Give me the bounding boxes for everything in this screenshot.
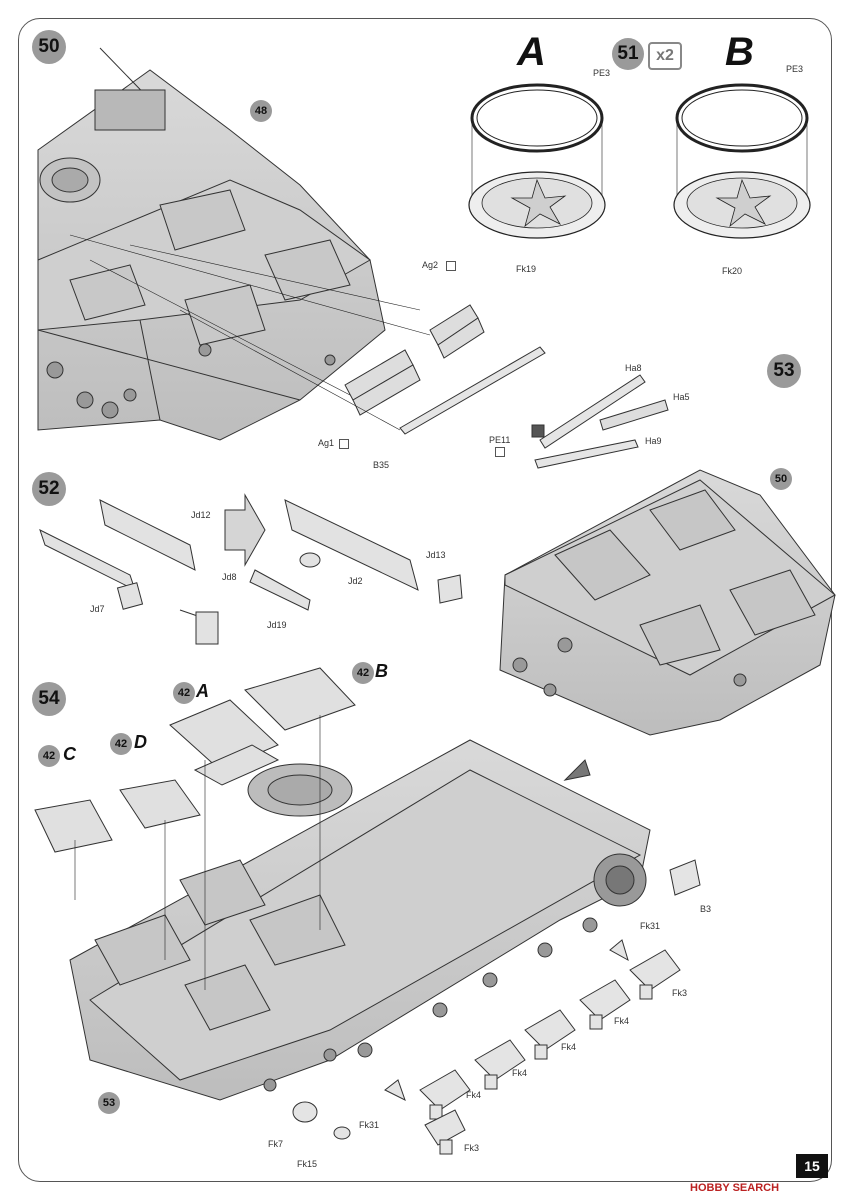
- part-label-b35: B35: [373, 460, 390, 470]
- variant-b-tag: B: [375, 661, 388, 681]
- part-label-ag2: Ag2: [422, 260, 439, 270]
- part-label-fk3-b: Fk3: [464, 1143, 480, 1153]
- part-label-jd8: Jd8: [222, 572, 237, 582]
- part-label-ha5: Ha5: [673, 392, 690, 402]
- step-53-badge: 53: [767, 354, 801, 388]
- hatch-panels: [34, 667, 356, 853]
- variant-b-label: B: [725, 30, 754, 74]
- ref-42-d: 42: [110, 733, 132, 755]
- step54-hull-drawing: [69, 739, 651, 1101]
- photo-etch-icon: [446, 261, 456, 271]
- part-label-fk3-a: Fk3: [672, 988, 688, 998]
- part-label-fk31-a: Fk31: [640, 921, 661, 931]
- part-label-fk19: Fk19: [516, 264, 537, 274]
- part-label-ag1: Ag1: [318, 438, 335, 448]
- suspension-arms: [292, 859, 701, 1155]
- step50-hull-drawing: [37, 47, 386, 441]
- part-label-jd13: Jd13: [426, 550, 446, 560]
- part-label-pe3-a: PE3: [593, 68, 611, 78]
- variant-c-tag: C: [63, 744, 76, 764]
- ref-50: 50: [770, 468, 792, 490]
- part-label-ha8: Ha8: [625, 363, 642, 373]
- part-label-fk15: Fk15: [297, 1159, 318, 1169]
- step-51-badge: 51: [612, 38, 644, 70]
- multiplier-badge: x2: [648, 42, 682, 70]
- part-label-fk4-a: Fk4: [614, 1016, 630, 1026]
- part-label-fk20: Fk20: [722, 266, 743, 276]
- part-label-jd7: Jd7: [90, 604, 105, 614]
- part-label-pe3-b: PE3: [786, 64, 804, 74]
- photo-etch-icon: [495, 447, 505, 457]
- part-label-ha9: Ha9: [645, 436, 662, 446]
- part-label-pe11: PE11: [489, 435, 511, 445]
- variant-a-tag: A: [196, 681, 209, 701]
- step51-wheel-drawing: [468, 83, 811, 239]
- step52-parts-drawing: [39, 493, 463, 645]
- part-label-fk4-b: Fk4: [561, 1042, 577, 1052]
- ref-42-a: 42: [173, 682, 195, 704]
- page-number: 15: [796, 1154, 828, 1178]
- ref-53: 53: [98, 1092, 120, 1114]
- ref-42-c: 42: [38, 745, 60, 767]
- track-link-ag2: [429, 304, 485, 359]
- part-label-fk31-b: Fk31: [359, 1120, 380, 1130]
- part-label-fk7: Fk7: [268, 1139, 284, 1149]
- part-label-jd12: Jd12: [191, 510, 211, 520]
- step-54-badge: 54: [32, 682, 66, 716]
- tow-bar-b35: [399, 346, 546, 435]
- ref-48: 48: [250, 100, 272, 122]
- track-link-ag1: [344, 349, 421, 416]
- part-label-jd19: Jd19: [267, 620, 287, 630]
- variant-d-tag: D: [134, 732, 147, 752]
- photo-etch-icon: [339, 439, 349, 449]
- step-52-badge: 52: [32, 472, 66, 506]
- variant-a-label: A: [517, 30, 546, 74]
- part-label-fk4-d: Fk4: [466, 1090, 482, 1100]
- part-label-jd2: Jd2: [348, 576, 363, 586]
- part-label-fk4-c: Fk4: [512, 1068, 528, 1078]
- watermark-text: HOBBY SEARCH: [690, 1182, 780, 1194]
- part-label-b3: B3: [700, 904, 712, 914]
- step53-hull-drawing: [499, 374, 836, 736]
- ref-42-b: 42: [352, 662, 374, 684]
- step-50-badge: 50: [32, 30, 66, 64]
